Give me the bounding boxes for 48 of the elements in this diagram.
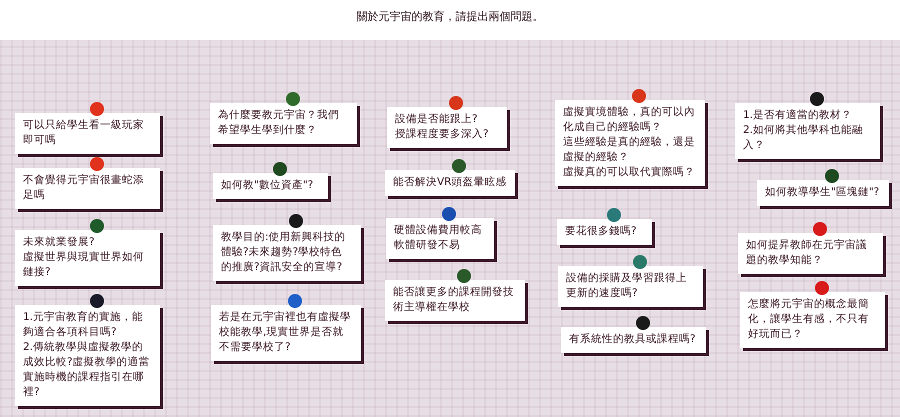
note-text: 怎麼將元宇宙的概念最簡化，讓學生有感，不只有好玩而已？ (748, 297, 870, 342)
sticky-note (557, 219, 652, 245)
note-text: 設備是否能跟上? (395, 112, 479, 127)
sticky-note (757, 180, 889, 206)
sticky-note (735, 103, 880, 159)
note-text: 有系統性的教具或課程嗎? (569, 332, 697, 347)
sticky-note (386, 218, 494, 259)
note-text: 如何教"數位資產"? (221, 178, 314, 193)
sticky-note (561, 327, 706, 353)
note-text: 設備的採購及學習跟得上更新的速度嗎? (566, 271, 688, 301)
note-text: 這些經驗是真的經驗，還是虛擬的經驗？ (563, 135, 696, 165)
note-text: 1.元宇宙教育的實施，能夠適合各項科目嗎? (23, 310, 144, 340)
note-text: 能否解決VR頭盔暈眩感 (393, 175, 507, 190)
note-text: 虛擬實境體驗，真的可以內化成自己的經驗嗎？ (563, 105, 696, 135)
sticky-note (213, 225, 361, 281)
sticky-note (211, 305, 361, 361)
sticky-note (555, 100, 705, 186)
note-text: 2.如何將其他學科也能融入？ (743, 123, 864, 153)
sticky-note (385, 280, 525, 321)
note-text: 如何提昇教師在元宇宙議題的教學知能？ (746, 238, 868, 268)
sticky-note (387, 107, 507, 148)
sticky-note (738, 233, 883, 274)
note-text: 如何教導學生"區塊鏈"? (765, 185, 880, 200)
sticky-note (15, 230, 160, 286)
note-text: 2.傳統教學與虛擬教學的成效比較?虛擬教學的適當實施時機的課程指引在哪裡? (23, 340, 151, 400)
note-text: 1.是否有適當的教材？ (743, 108, 854, 123)
sticky-note (385, 170, 515, 196)
note-text: 教學目的:使用新興科技的體驗?未來趨勢?學校特色的推廣?資訊安全的宣導? (221, 230, 347, 275)
sticky-note (15, 113, 160, 154)
sticky-note (213, 173, 328, 199)
sticky-note (15, 168, 160, 209)
note-text: 硬體設備費用較高 (394, 223, 483, 238)
title: 關於元宇宙的教育，請提出兩個問題。 (356, 10, 544, 23)
sticky-note (15, 305, 160, 406)
note-text: 可以只給學生看一級玩家即可嗎 (23, 118, 145, 148)
note-text: 能否讓更多的課程開發技術主導權在學校 (393, 285, 515, 315)
note-text: 若是在元宇宙裡也有虛擬學校能教學,現實世界是否就不需要學校了? (219, 310, 352, 355)
sticky-note (210, 103, 357, 144)
note-text: 不會覺得元宇宙很畫蛇添足嗎 (23, 173, 145, 203)
note-text: 虛擬真的可以取代實際嗎？ (563, 165, 696, 180)
sticky-note (558, 266, 703, 307)
note-text: 為什麼要教元宇宙？我們希望學生學到什麼？ (218, 108, 340, 138)
note-text: 要花很多錢嗎? (565, 224, 638, 239)
note-text: 授課程度要多深入? (395, 127, 490, 142)
note-text: 軟體研發不易 (394, 238, 461, 253)
sticky-note (740, 292, 885, 348)
note-text: 虛擬世界與現實世界如何鏈接? (23, 250, 145, 280)
note-text: 未來就業發展? (23, 235, 96, 250)
